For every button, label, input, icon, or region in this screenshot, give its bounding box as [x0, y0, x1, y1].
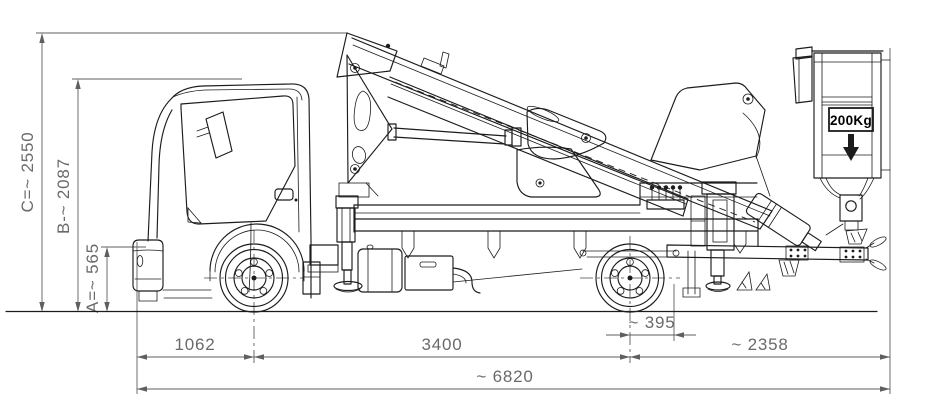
rear-mudflap	[682, 250, 701, 298]
headlight	[136, 255, 144, 267]
tow-fork	[865, 236, 887, 271]
leveling-cylinder	[387, 123, 522, 147]
basket-capacity-label: 200Kg	[830, 113, 872, 128]
main-boom	[348, 37, 773, 230]
dimension-front-overhang: 1062	[137, 335, 254, 360]
dimension-system: C=~ 2550 B-~ 2087 A=~ 565 1062	[18, 32, 890, 394]
dimension-wheelbase: 3400	[254, 335, 630, 360]
lower-boom	[387, 76, 689, 217]
dimension-overall-length: ~ 6820	[137, 367, 890, 392]
front-bumper	[132, 239, 164, 302]
dim-label-overall-length: ~ 6820	[476, 367, 533, 386]
dim-label-front-overhang: 1062	[174, 335, 215, 354]
exhaust-pipe	[452, 267, 481, 294]
door-seam	[248, 222, 252, 293]
rear-leaf-spring	[579, 249, 680, 258]
boom-pivot-plate	[336, 32, 398, 198]
fuel-tank	[357, 244, 403, 293]
turret	[690, 181, 737, 251]
basket-capacity-plate: 200Kg	[828, 107, 874, 132]
basket-control-panel	[792, 55, 813, 104]
boom-assembly	[336, 32, 844, 252]
dim-label-axle-to-slew: ~ 395	[628, 313, 675, 332]
chassis-frame	[353, 182, 759, 298]
truck-cab	[132, 83, 339, 302]
dimension-frame-height: A=~ 565	[83, 243, 146, 313]
cab-step-box	[302, 244, 339, 295]
load-direction-arrow-icon	[843, 134, 859, 161]
stabilizer-foot	[705, 281, 731, 291]
dimension-rear-overhang: ~ 2358	[630, 335, 890, 360]
side-mirror	[196, 111, 233, 159]
dimension-overall-height: C=~ 2550	[18, 32, 348, 312]
boom-rest-plates	[516, 107, 607, 198]
work-basket: 200Kg	[792, 46, 891, 394]
truck	[132, 83, 887, 313]
dim-label-frame-height: A=~ 565	[83, 243, 102, 313]
front-stabilizer	[333, 195, 363, 293]
basket-body	[813, 52, 882, 179]
dimension-cab-height: B-~ 2087	[54, 78, 242, 312]
dim-label-overall-height: C=~ 2550	[18, 131, 37, 212]
driveshaft	[452, 268, 583, 283]
stabilizer-foot	[333, 280, 363, 292]
basket-hanger	[819, 177, 875, 245]
dim-label-wheelbase: 3400	[421, 335, 462, 354]
dim-label-cab-height: B-~ 2087	[54, 158, 73, 234]
front-fender	[209, 223, 305, 272]
dim-label-rear-overhang: ~ 2358	[731, 335, 788, 354]
jib-assembly	[650, 82, 771, 197]
rear-stabilizer	[705, 249, 771, 292]
toolbox	[404, 255, 454, 291]
telescopic-cylinder	[745, 192, 844, 252]
cab-window	[180, 95, 296, 225]
door-handle	[274, 188, 298, 202]
dimension-axle-to-slew: ~ 395	[606, 313, 696, 338]
